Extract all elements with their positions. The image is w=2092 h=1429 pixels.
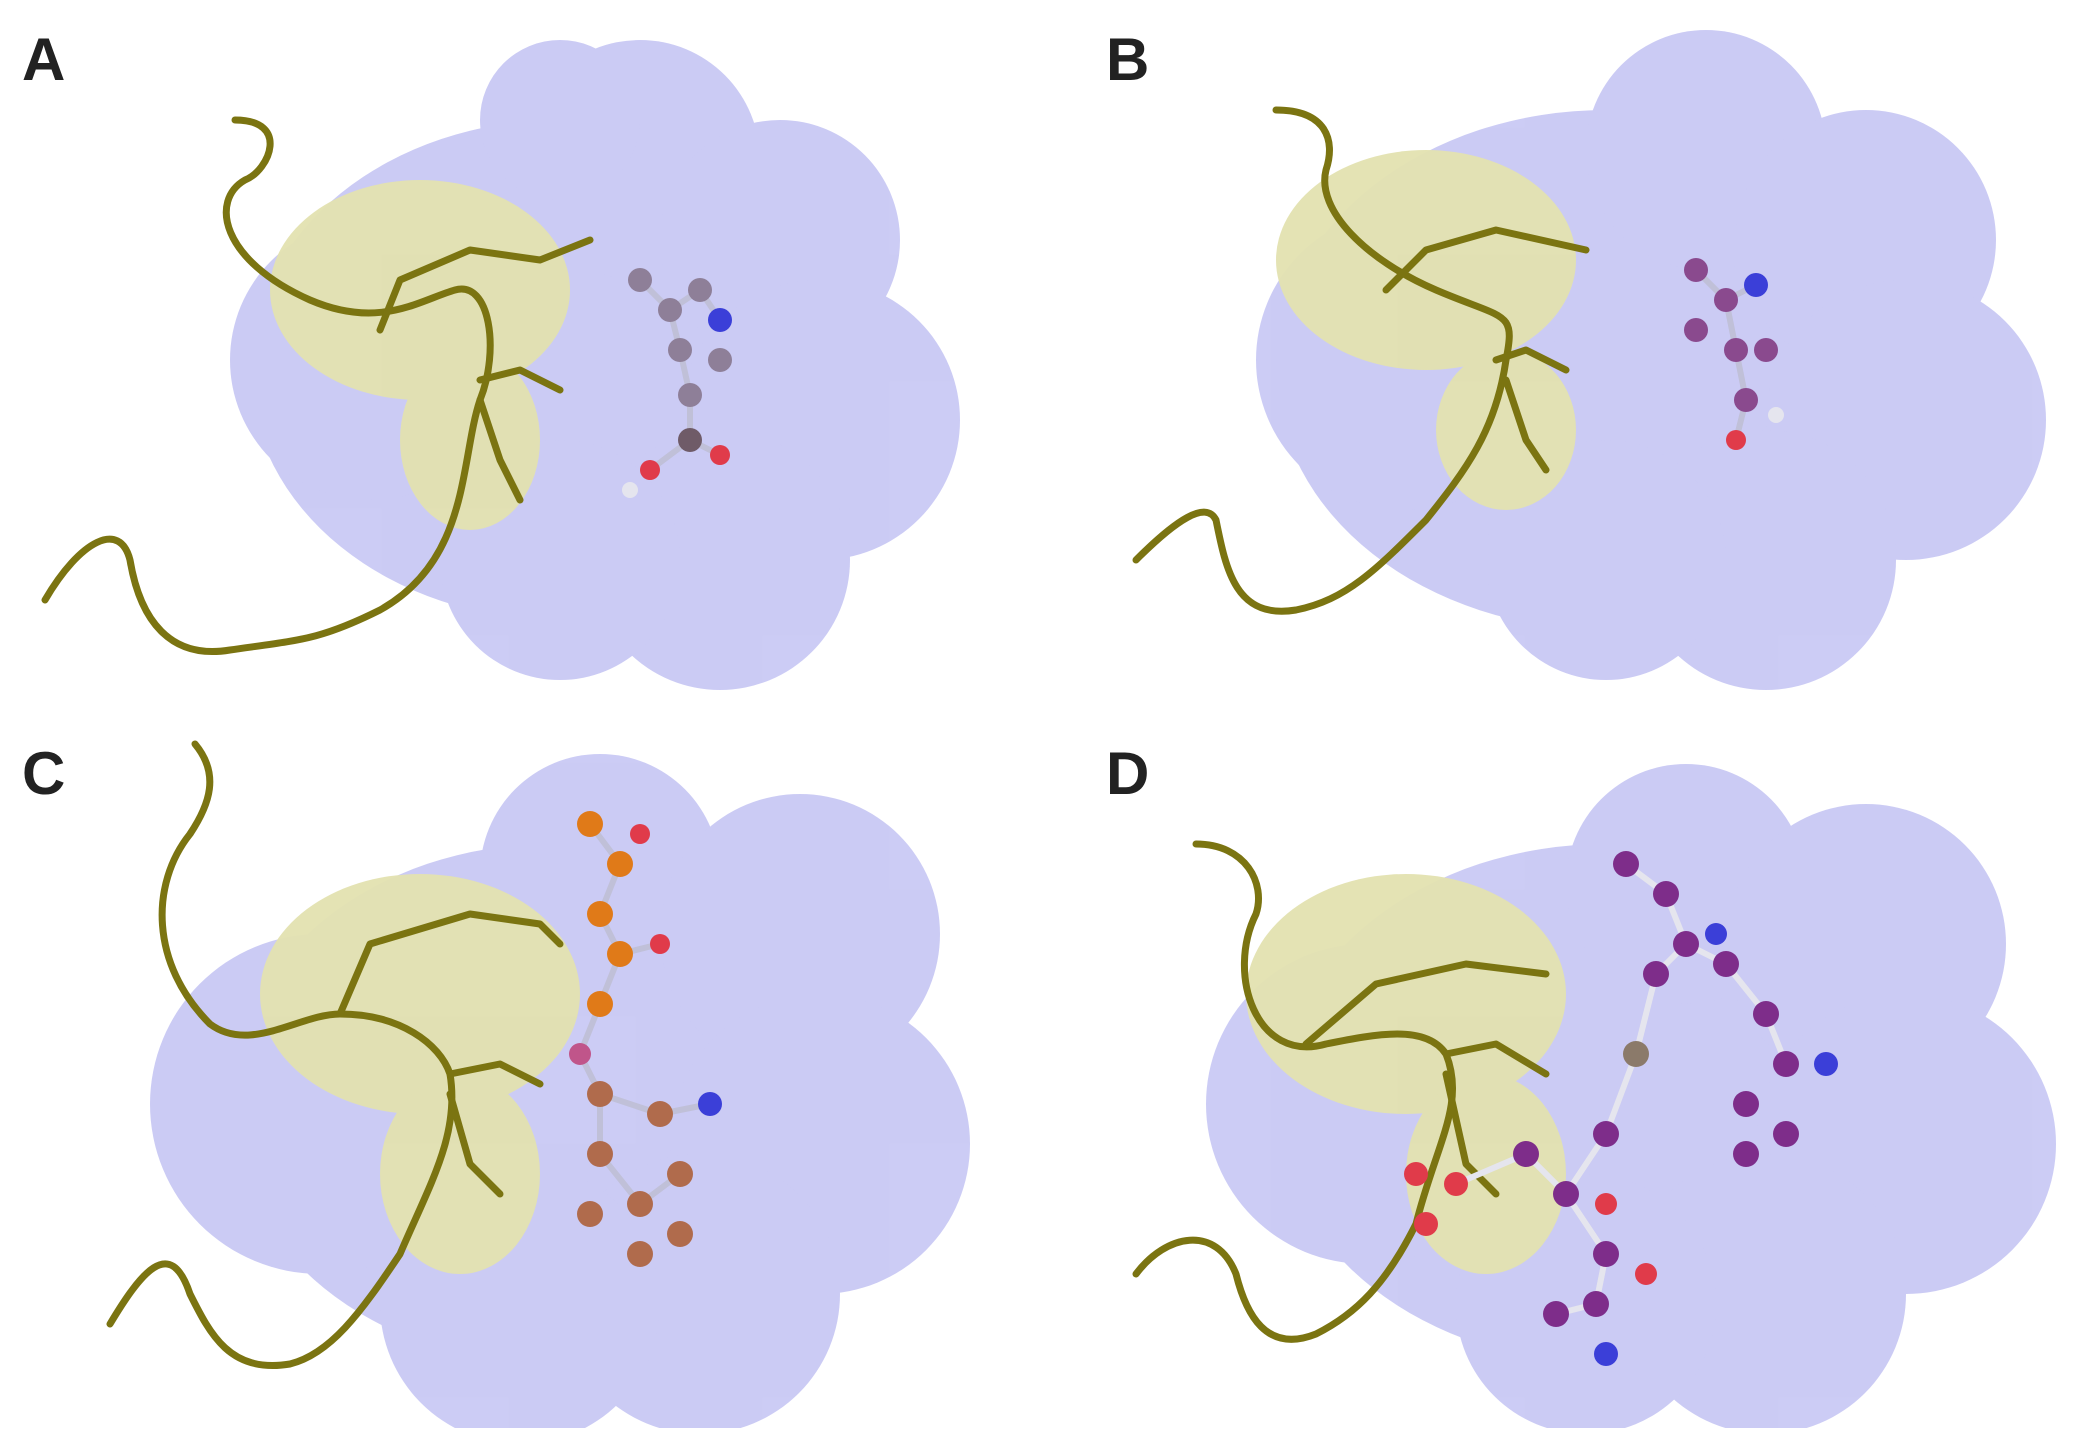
binding-pocket-highlight	[260, 874, 580, 1274]
panel-label-a: A	[22, 26, 66, 93]
backbone-ribbon	[41, 116, 594, 655]
panel-a: A	[0, 0, 1046, 714]
panel-b: B	[1046, 0, 2092, 714]
ligand-atoms	[622, 268, 732, 498]
panel-c-structure	[106, 740, 970, 1428]
panel-label-b: B	[1106, 26, 1150, 93]
panel-label-c: C	[22, 740, 66, 807]
protein-surface	[150, 754, 970, 1428]
panel-b-structure	[1132, 30, 2046, 690]
backbone-ribbon	[1132, 106, 1590, 615]
panel-d: D	[1046, 714, 2092, 1428]
backbone-ribbon	[106, 740, 564, 1369]
panel-d-structure	[1132, 764, 2056, 1428]
panel-label-d: D	[1106, 740, 1150, 807]
binding-pocket-highlight	[270, 180, 570, 530]
panel-c: C	[0, 714, 1046, 1428]
backbone-ribbon	[1132, 840, 1550, 1343]
ligand-atoms	[569, 811, 722, 1267]
ligand-atoms	[1404, 851, 1838, 1366]
ligand-atoms	[1684, 258, 1784, 450]
panel-a-structure	[41, 40, 960, 690]
